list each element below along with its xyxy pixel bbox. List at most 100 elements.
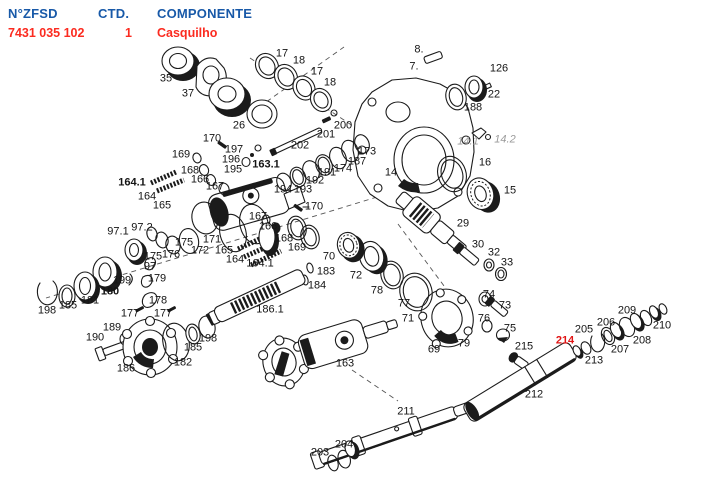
part-label-193[interactable]: 193: [293, 183, 313, 196]
part-label-97.2[interactable]: 97.2: [131, 221, 153, 234]
part-label-208[interactable]: 208: [632, 334, 652, 347]
part-label-212[interactable]: 212: [524, 388, 544, 401]
part-label-213[interactable]: 213: [584, 354, 604, 367]
part-label-164.1[interactable]: 164.1: [246, 257, 274, 270]
part-label-183[interactable]: 183: [316, 265, 336, 278]
part-label-169[interactable]: 169: [287, 241, 307, 254]
part-label-18[interactable]: 18: [323, 76, 337, 89]
part-label-171[interactable]: 171: [202, 233, 222, 246]
part-label-188[interactable]: 188: [463, 101, 483, 114]
part-label-185[interactable]: 185: [58, 299, 78, 312]
part-label-207[interactable]: 207: [610, 343, 630, 356]
part-label-189[interactable]: 189: [102, 321, 122, 334]
part-label-166[interactable]: 166: [190, 173, 210, 186]
part-label-77[interactable]: 77: [397, 297, 411, 310]
part-label-76[interactable]: 76: [477, 312, 491, 325]
part-label-169[interactable]: 169: [171, 148, 191, 161]
part-label-195[interactable]: 195: [223, 163, 243, 176]
part-label-97[interactable]: 97: [143, 260, 157, 273]
part-label-170[interactable]: 170: [304, 200, 324, 213]
part-label-8.[interactable]: 8.: [414, 43, 424, 56]
part-label-79[interactable]: 79: [457, 337, 471, 350]
part-label-210[interactable]: 210: [652, 319, 672, 332]
part-label-191[interactable]: 191: [317, 166, 337, 179]
part-label-176[interactable]: 176: [161, 248, 181, 261]
part-label-186.1[interactable]: 186.1: [256, 303, 284, 316]
part-label-173[interactable]: 173: [357, 145, 377, 158]
part-label-166[interactable]: 166: [258, 220, 278, 233]
part-label-97.1[interactable]: 97.1: [107, 225, 129, 238]
part-label-164[interactable]: 164: [137, 190, 157, 203]
part-label-201[interactable]: 201: [316, 128, 336, 141]
part-label-32[interactable]: 32: [487, 246, 501, 259]
part-label-73[interactable]: 73: [498, 299, 512, 312]
part-label-75[interactable]: 75: [503, 322, 517, 335]
part-label-164.1[interactable]: 164.1: [118, 176, 146, 189]
part-label-78[interactable]: 78: [370, 284, 384, 297]
part-label-181[interactable]: 181: [80, 294, 100, 307]
part-label-172[interactable]: 172: [190, 244, 210, 257]
part-label-29[interactable]: 29: [456, 217, 470, 230]
part-label-186[interactable]: 186: [116, 362, 136, 375]
part-label-177[interactable]: 177: [120, 307, 140, 320]
part-label-196[interactable]: 196: [221, 153, 241, 166]
part-label-72[interactable]: 72: [349, 269, 363, 282]
part-label-14[interactable]: 14: [384, 166, 398, 179]
part-label-167[interactable]: 167: [248, 210, 268, 223]
part-label-202[interactable]: 202: [290, 139, 310, 152]
part-label-194[interactable]: 194: [273, 183, 293, 196]
part-label-168[interactable]: 168: [180, 164, 200, 177]
part-label-69[interactable]: 69: [427, 343, 441, 356]
part-label-15[interactable]: 15: [503, 184, 517, 197]
part-label-33[interactable]: 33: [500, 256, 514, 269]
part-label-165[interactable]: 165: [152, 199, 172, 212]
part-label-209[interactable]: 209: [617, 304, 637, 317]
part-label-206[interactable]: 206: [596, 316, 616, 329]
part-label-16[interactable]: 16: [478, 156, 492, 169]
part-label-7.[interactable]: 7.: [409, 60, 419, 73]
part-label-164[interactable]: 164: [225, 253, 245, 266]
part-label-17[interactable]: 17: [310, 65, 324, 78]
part-label-165[interactable]: 165: [214, 244, 234, 257]
part-label-71[interactable]: 71: [401, 312, 415, 325]
part-label-198[interactable]: 198: [198, 332, 218, 345]
part-label-184[interactable]: 184: [307, 279, 327, 292]
part-label-190[interactable]: 190: [85, 331, 105, 344]
part-label-197[interactable]: 197: [224, 143, 244, 156]
part-label-204[interactable]: 204: [334, 438, 354, 451]
part-label-192[interactable]: 192: [305, 174, 325, 187]
part-label-185[interactable]: 185: [183, 341, 203, 354]
part-label-211[interactable]: 211: [397, 405, 415, 418]
part-label-178[interactable]: 178: [148, 294, 168, 307]
part-label-198[interactable]: 198: [37, 304, 57, 317]
part-label-14.1[interactable]: 14.1: [457, 135, 479, 148]
part-label-203[interactable]: 203: [310, 446, 330, 459]
part-label-215[interactable]: 215: [514, 340, 534, 353]
part-label-175[interactable]: 175: [174, 236, 194, 249]
part-label-177[interactable]: 177: [153, 307, 173, 320]
part-label-200[interactable]: 200: [333, 119, 353, 132]
part-label-17[interactable]: 17: [275, 47, 289, 60]
part-label-170[interactable]: 170: [202, 132, 222, 145]
part-label-74[interactable]: 74: [482, 288, 496, 301]
part-label-214[interactable]: 214: [555, 334, 575, 347]
part-label-187[interactable]: 187: [347, 155, 367, 168]
part-label-174[interactable]: 174: [333, 162, 353, 175]
part-label-14.2[interactable]: 14.2: [494, 133, 516, 146]
part-label-180[interactable]: 180: [100, 285, 120, 298]
part-label-35[interactable]: 35: [159, 72, 173, 85]
part-label-22[interactable]: 22: [487, 88, 501, 101]
part-label-163.1[interactable]: 163.1: [252, 158, 280, 171]
part-label-205[interactable]: 205: [574, 323, 594, 336]
part-label-199[interactable]: 199: [112, 274, 132, 287]
part-label-30[interactable]: 30: [471, 238, 485, 251]
part-label-163[interactable]: 163: [335, 357, 355, 370]
part-label-182[interactable]: 182: [173, 356, 193, 369]
part-label-167[interactable]: 167: [205, 180, 225, 193]
part-label-37[interactable]: 37: [181, 87, 195, 100]
part-label-26[interactable]: 26: [232, 119, 246, 132]
part-label-175[interactable]: 175: [143, 250, 163, 263]
part-label-18[interactable]: 18: [292, 54, 306, 67]
part-label-168[interactable]: 168: [274, 232, 294, 245]
part-label-179[interactable]: 179: [147, 272, 167, 285]
